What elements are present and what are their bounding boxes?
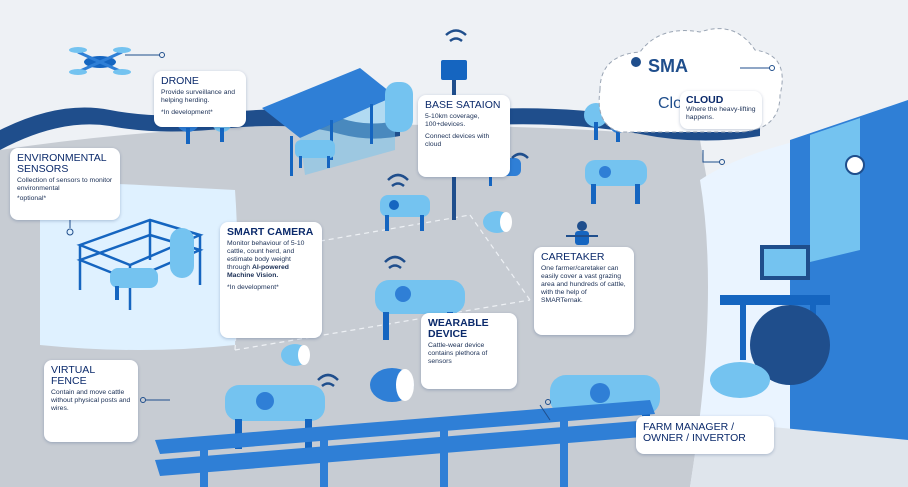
virtual-fence-card: VIRTUAL FENCE Contain and move cattle wi… — [44, 360, 138, 442]
cloud-logo-text: SMA — [648, 56, 688, 76]
base-station-title: BASE SATAION — [425, 99, 501, 111]
environmental-sensors-note: *optional* — [17, 195, 47, 202]
cloud-card: CLOUD Where the heavy-lifting happens. — [680, 91, 762, 129]
environmental-sensors-card: ENVIRONMENTAL SENSORS Collection of sens… — [10, 148, 120, 220]
cloud-body: Where the heavy-lifting happens. — [686, 106, 756, 121]
wearable-device-card: WEARABLE DEVICE Cattle-wear device conta… — [421, 313, 517, 389]
smart-camera-body: Monitor behaviour of 5-10 cattle, count … — [227, 240, 305, 271]
smart-camera-body-bold: AI-powered Machine Vision. — [227, 264, 289, 279]
wearable-device-title-1: WEARABLE — [428, 317, 489, 329]
farm-manager-title-1: FARM MANAGER / — [643, 421, 735, 433]
caretaker-card: CARETAKER One farmer/caretaker can easil… — [534, 247, 634, 335]
wearable-sensor-icons — [281, 211, 512, 402]
drone-note: *In development* — [161, 109, 213, 116]
base-station-body: 5-10km coverage, 100+devices. — [425, 113, 480, 128]
caretaker-body: One farmer/caretaker can easily cover a … — [541, 265, 626, 304]
smart-camera-note: *In development* — [227, 284, 279, 291]
drone-title: DRONE — [161, 75, 199, 87]
caretaker-title: CARETAKER — [541, 251, 605, 263]
wearable-device-title-2: DEVICE — [428, 328, 468, 340]
smart-camera-title: SMART CAMERA — [227, 226, 314, 238]
drone-body: Provide surveillance and helping herding… — [161, 89, 236, 104]
wearable-device-body: Cattle-wear device contains plethora of … — [428, 342, 488, 365]
environmental-sensors-title-1: ENVIRONMENTAL — [17, 152, 107, 164]
cloud-logo-subtext: Clo — [658, 95, 682, 112]
sensor-pen-area — [40, 183, 238, 350]
virtual-fence-title-2: FENCE — [51, 375, 87, 387]
caretaker-icon — [566, 221, 598, 245]
drone-icon — [69, 47, 165, 75]
smart-camera-card: SMART CAMERA Monitor behaviour of 5-10 c… — [220, 222, 322, 338]
environmental-sensors-body: Collection of sensors to monitor environ… — [17, 177, 113, 192]
office-room — [690, 100, 908, 487]
virtual-fence-body: Contain and move cattle without physical… — [51, 389, 131, 412]
base-station-note: Connect devices with cloud — [425, 133, 490, 148]
farm-manager-card: FARM MANAGER / OWNER / INVERTOR — [636, 416, 774, 454]
cloud-title: CLOUD — [686, 94, 724, 106]
base-station-card: BASE SATAION 5-10km coverage, 100+device… — [418, 95, 510, 177]
smart-camera-body-wrap: Monitor behaviour of 5-10 cattle, count … — [227, 240, 315, 280]
foreground-fence-icon — [155, 400, 655, 487]
farm-manager-title-2: OWNER / INVERTOR — [643, 432, 746, 444]
virtual-fence-title-1: VIRTUAL — [51, 364, 96, 376]
drone-card: DRONE Provide surveillance and helping h… — [154, 71, 246, 127]
environmental-sensors-title-2: SENSORS — [17, 163, 69, 175]
